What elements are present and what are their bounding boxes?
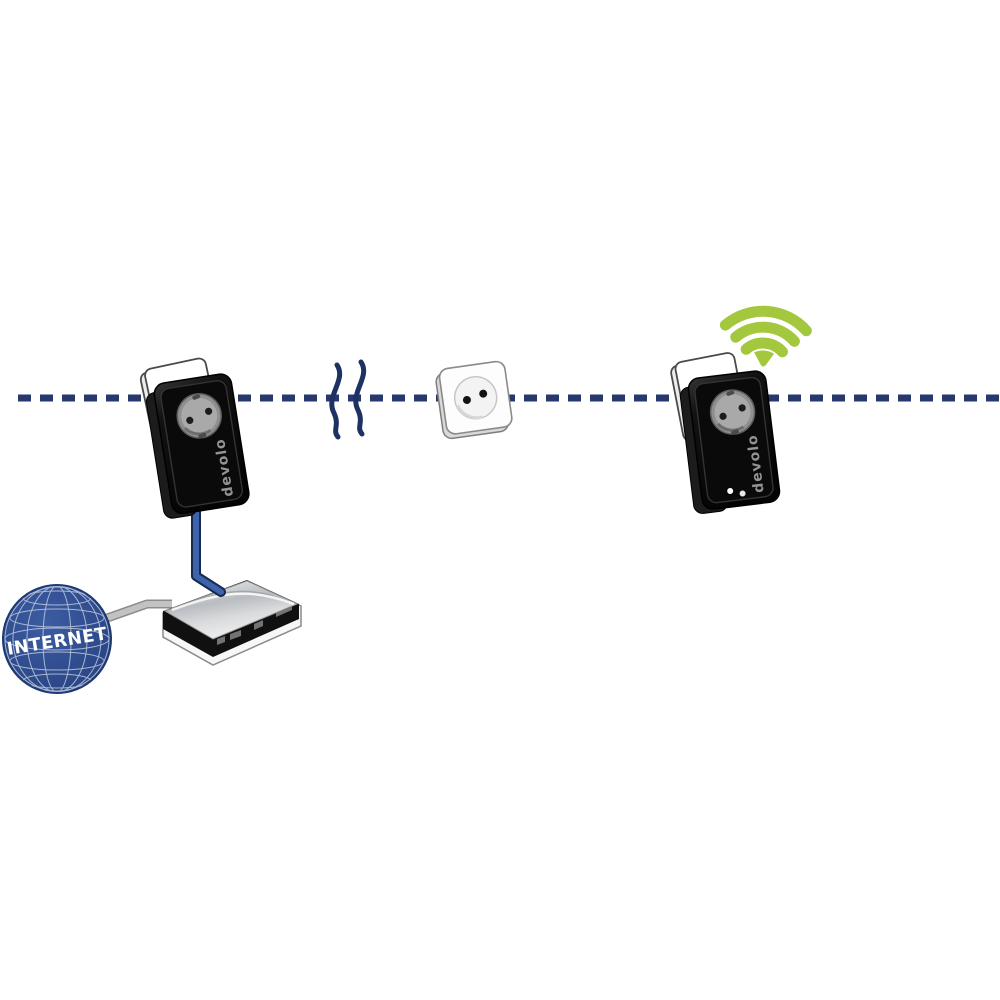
adapter-right-body: devolo bbox=[679, 370, 781, 514]
adapter-left: devolo bbox=[139, 357, 250, 519]
adapter-right-socket-hole-left bbox=[719, 412, 727, 420]
router bbox=[162, 580, 302, 666]
wifi-arc-2 bbox=[730, 321, 800, 347]
adapter-right-socket-hole-right bbox=[738, 404, 746, 412]
adapter-left-socket bbox=[176, 393, 222, 439]
adapter-right-socket bbox=[709, 389, 756, 435]
router-top-lip bbox=[171, 592, 295, 612]
adapter-right-brand-label: devolo bbox=[745, 434, 768, 494]
signal-wave-right bbox=[353, 359, 367, 437]
ethernet-cable bbox=[191, 500, 226, 597]
adapter-left-socket-hole-right bbox=[205, 407, 213, 415]
wifi-arc-1 bbox=[740, 337, 788, 358]
wifi-dot bbox=[754, 350, 775, 367]
globe-sphere bbox=[2, 584, 112, 694]
router-ports bbox=[217, 606, 292, 645]
adapter-right-led-1 bbox=[727, 487, 734, 494]
wall-outlet-recess-shadow bbox=[456, 404, 483, 420]
internet-globe: INTERNET bbox=[2, 584, 112, 694]
internet-cable bbox=[94, 599, 172, 627]
wall-outlet bbox=[435, 360, 513, 440]
signal-waves bbox=[329, 359, 367, 440]
signal-wave-left bbox=[329, 362, 343, 440]
adapter-left-socket-hole-left bbox=[186, 416, 194, 424]
wifi-icon bbox=[719, 305, 812, 367]
wall-outlet-hole-left bbox=[462, 395, 471, 404]
adapter-left-body: devolo bbox=[145, 373, 250, 519]
wifi-arc-3 bbox=[719, 305, 812, 337]
wall-outlet-hole-right bbox=[479, 389, 488, 398]
adapter-right-led-2 bbox=[739, 490, 746, 497]
adapter-right: devolo bbox=[670, 352, 781, 514]
